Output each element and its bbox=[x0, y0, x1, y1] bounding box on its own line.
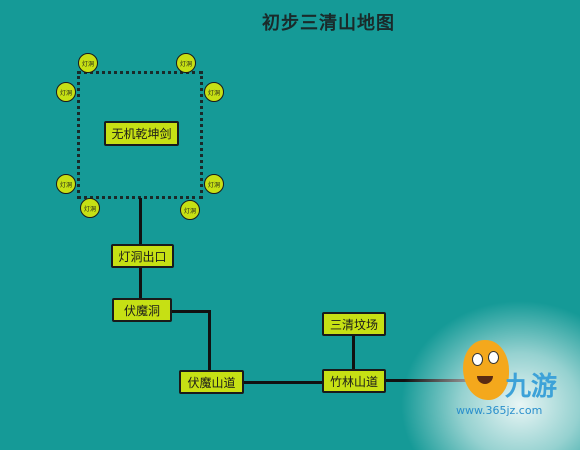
lamp-marker: 灯洞 bbox=[56, 82, 76, 102]
lamp-marker: 灯洞 bbox=[176, 53, 196, 73]
lamp-cave-boundary bbox=[77, 71, 203, 199]
lamp-marker: 灯洞 bbox=[80, 198, 100, 218]
watermark-url: www.365jz.com bbox=[456, 404, 543, 417]
connector-demon-cave-right bbox=[172, 310, 210, 313]
watermark-brand: 九游 bbox=[505, 372, 558, 402]
connector-exit-to-demon-cave bbox=[139, 268, 142, 298]
lamp-marker: 灯洞 bbox=[56, 174, 76, 194]
page-title: 初步三清山地图 bbox=[262, 13, 395, 34]
node-sword: 无机乾坤剑 bbox=[104, 121, 179, 146]
connector-boundary-to-exit bbox=[139, 198, 142, 244]
node-bamboo-road: 竹林山道 bbox=[322, 369, 386, 393]
lamp-marker: 灯洞 bbox=[78, 53, 98, 73]
node-demon-road: 伏魔山道 bbox=[179, 370, 244, 394]
lamp-marker: 灯洞 bbox=[204, 174, 224, 194]
connector-demon-road-to-bamboo-road bbox=[244, 381, 324, 384]
node-lamp-exit: 灯洞出口 bbox=[111, 244, 174, 268]
node-tomb: 三清坟场 bbox=[322, 312, 386, 336]
connector-tomb-to-bamboo-road bbox=[352, 336, 355, 371]
mascot-icon bbox=[463, 340, 509, 400]
node-demon-cave: 伏魔洞 bbox=[112, 298, 172, 322]
connector-down-to-demon-road bbox=[208, 310, 211, 372]
lamp-marker: 灯洞 bbox=[180, 200, 200, 220]
lamp-marker: 灯洞 bbox=[204, 82, 224, 102]
